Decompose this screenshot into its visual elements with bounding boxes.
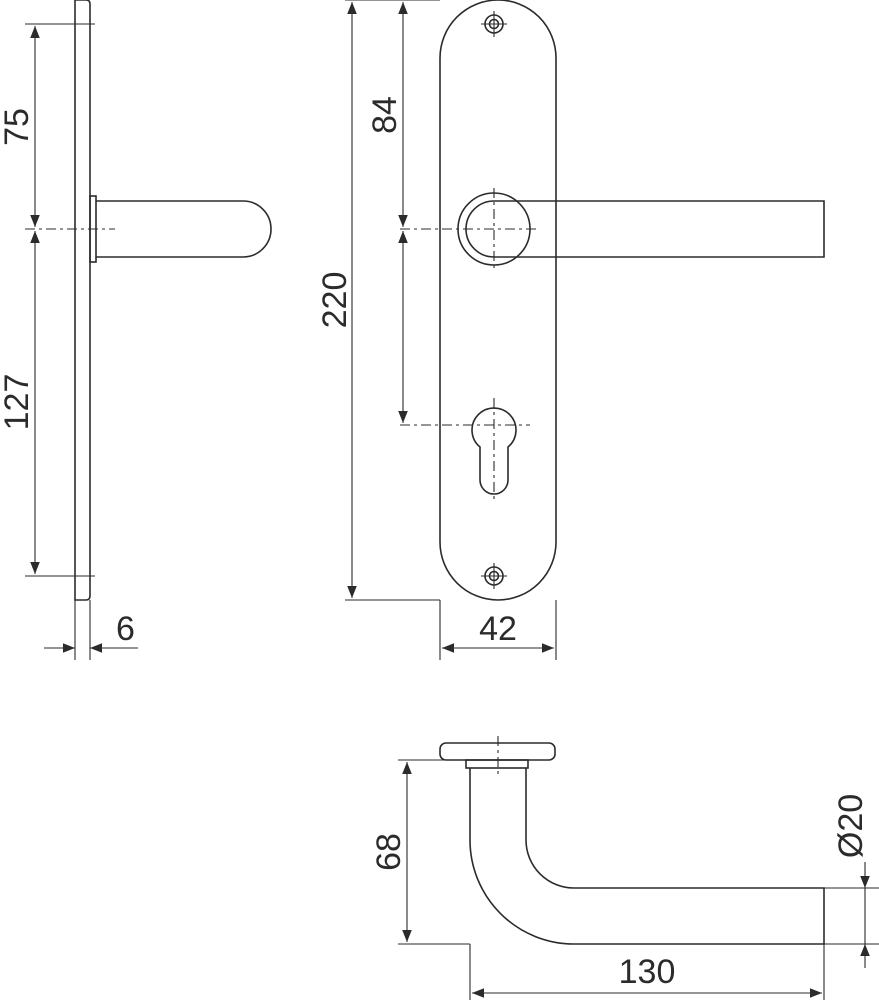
front-plate [439,0,557,601]
top-view: 68 130 Ø20 [370,736,879,1000]
screw-top-icon [481,11,507,37]
dim-label-handle-length: 130 [619,953,676,991]
side-handle [96,200,272,258]
front-handle [465,200,825,258]
dim-label-handle-to-bottom: 127 [0,374,36,431]
keyhole-icon [471,407,517,495]
dim-label-handle-diameter: Ø20 [832,794,870,858]
dim-label-handle-to-keyhole: 84 [366,96,404,134]
dim-label-plate-width: 42 [479,610,517,648]
screw-bottom-icon [481,563,507,589]
front-view: 220 84 42 [316,0,825,660]
side-view: 75 127 6 [0,0,272,660]
dim-label-thickness: 6 [116,610,135,648]
top-rosette-collar [465,759,529,769]
dim-label-top-to-handle: 75 [0,108,36,146]
dim-label-handle-projection: 68 [370,833,408,871]
dim-label-total-height: 220 [316,272,354,329]
side-plate [74,0,91,601]
top-handle [469,768,825,945]
